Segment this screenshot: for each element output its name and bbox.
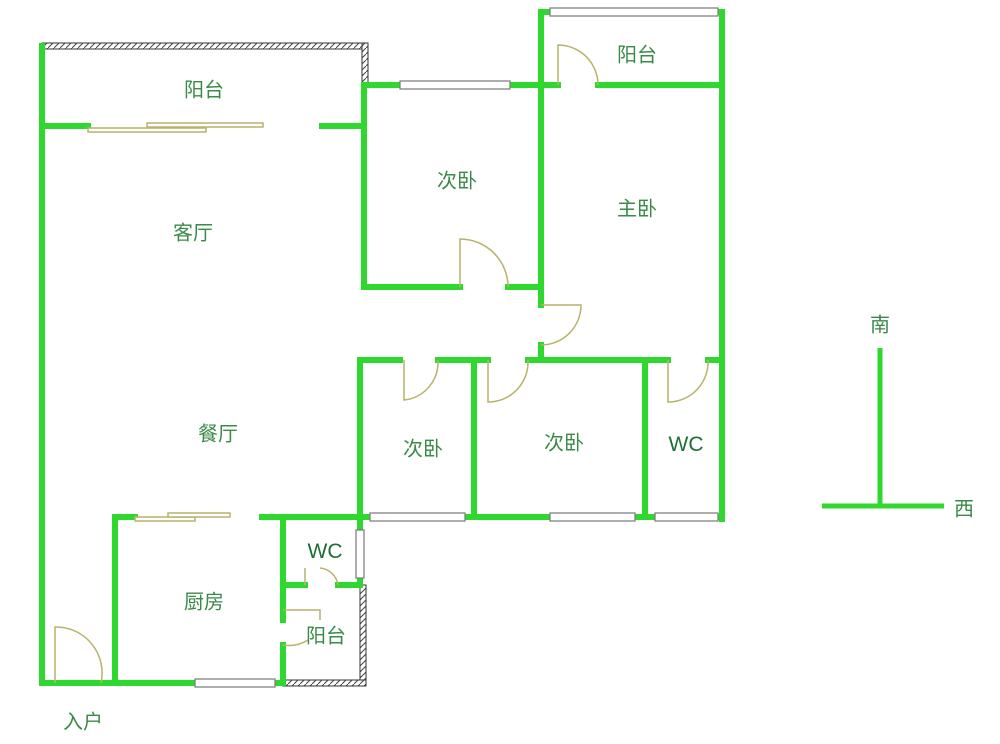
hatched-wall-right xyxy=(361,42,369,86)
compass xyxy=(822,348,944,509)
hatched-wall-top xyxy=(41,42,368,50)
walls xyxy=(39,9,725,686)
room-label-living-room: 客厅 xyxy=(173,220,213,245)
hatched-wall-kitchen-balcony xyxy=(359,584,367,686)
windows xyxy=(194,7,719,688)
compass-south-label: 南 xyxy=(870,312,890,337)
hatched-wall-bottom xyxy=(282,679,367,687)
room-label-wc-master: WC xyxy=(668,433,704,456)
room-label-master-bedroom: 主卧 xyxy=(617,196,657,221)
room-label-dining-room: 餐厅 xyxy=(198,421,238,446)
sliding-doors xyxy=(87,122,264,522)
room-label-kitchen: 厨房 xyxy=(184,589,224,614)
room-label-balcony-living: 阳台 xyxy=(184,77,224,102)
room-label-balcony-kitchen: 阳台 xyxy=(306,623,346,648)
room-label-balcony-master: 阳台 xyxy=(617,42,657,67)
room-label-wc-small: WC xyxy=(307,540,343,563)
room-label-second-bedroom-north: 次卧 xyxy=(437,168,477,193)
swing-doors xyxy=(54,44,709,684)
room-label-second-bedroom-small: 次卧 xyxy=(403,436,443,461)
compass-west-label: 西 xyxy=(954,496,974,521)
entrance-label: 入户 xyxy=(63,709,103,734)
room-label-second-bedroom-mid: 次卧 xyxy=(544,430,584,455)
